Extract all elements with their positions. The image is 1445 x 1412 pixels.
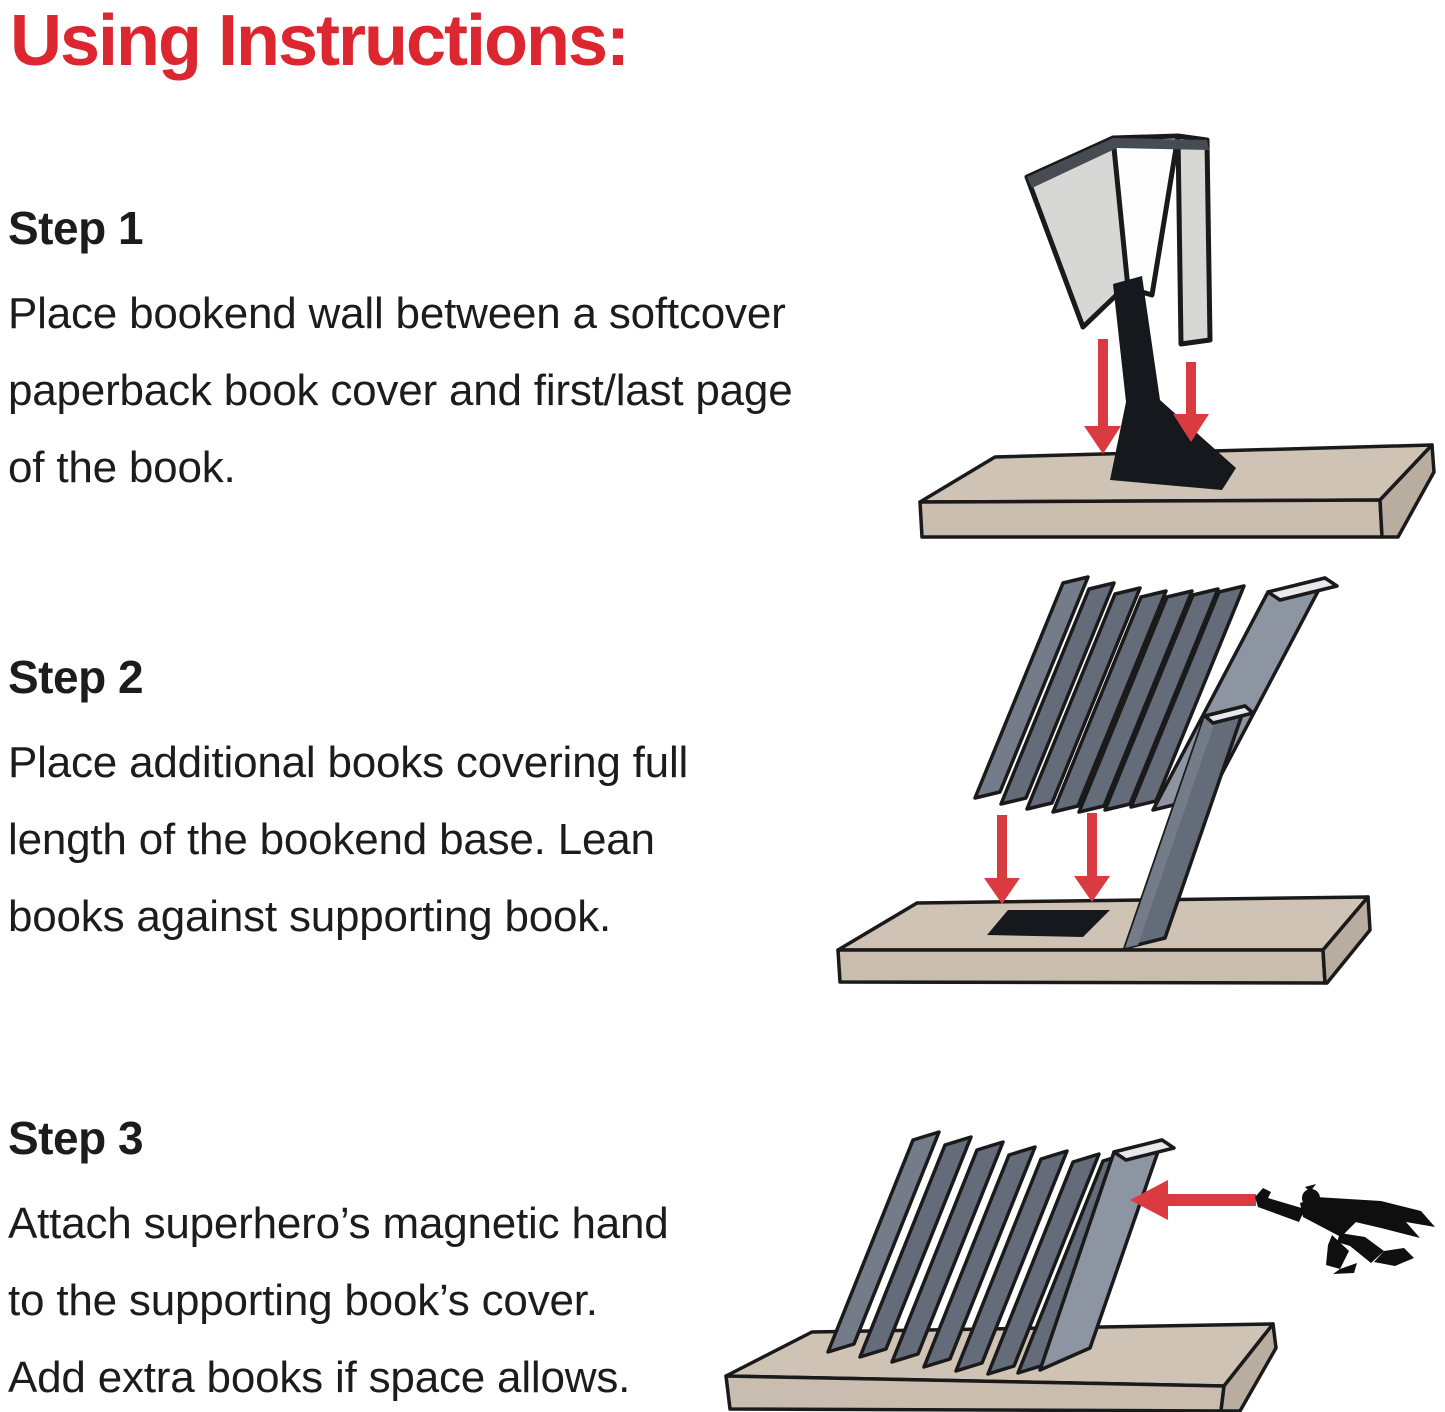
down-arrow-left — [1084, 339, 1121, 454]
arrow-shaft — [1186, 362, 1196, 416]
arrow-head — [1084, 426, 1121, 454]
book-spine — [986, 1152, 1101, 1376]
book-spine — [826, 1130, 941, 1354]
book-spine — [1077, 589, 1194, 814]
step-2-text-block: Step 2 Place additional books covering f… — [8, 652, 968, 955]
shelf — [836, 895, 1372, 985]
step-3-line-1: Attach superhero’s magnetic hand — [8, 1199, 669, 1248]
step-3-body: Attach superhero’s magnetic hand to the … — [8, 1185, 968, 1412]
shelf-top-face — [836, 895, 1370, 952]
shelf-front-face — [836, 948, 1327, 985]
step-1-line-2: paperback book cover and first/last page — [8, 366, 793, 415]
book-spine — [890, 1140, 1005, 1364]
hero-arms — [1255, 1188, 1305, 1222]
down-arrow-right — [1074, 813, 1110, 902]
book-top-face — [1266, 576, 1339, 602]
book-right-cover — [1175, 133, 1213, 347]
book-spine — [1025, 586, 1142, 811]
step-2-body: Place additional books covering full len… — [8, 724, 968, 955]
book-top-edge — [1027, 138, 1209, 188]
down-arrow-left — [984, 815, 1020, 904]
arrow-shaft — [1087, 813, 1097, 878]
book-spine — [858, 1135, 973, 1359]
superhero-silhouette — [1255, 1184, 1435, 1274]
step-1-heading: Step 1 — [8, 202, 144, 254]
step-1-line-3: of the book. — [8, 443, 236, 492]
hero-front-leg — [1326, 1235, 1349, 1269]
book-spine — [1103, 587, 1220, 812]
step-2-illustration — [836, 575, 1372, 985]
step-3-text-block: Step 3 Attach superhero’s magnetic hand … — [8, 1113, 968, 1412]
book-spine — [1129, 584, 1246, 809]
down-arrow-right — [1173, 362, 1209, 442]
leaning-book-stack — [973, 575, 1339, 814]
left-arrow — [1130, 1180, 1256, 1220]
leaning-book-stack — [826, 1130, 1176, 1376]
arrow-shaft — [1164, 1194, 1256, 1206]
paperback-book — [1024, 133, 1213, 347]
step-2-line-1: Place additional books covering full — [8, 738, 689, 787]
arrow-shaft — [997, 815, 1007, 880]
book-spine — [1051, 589, 1168, 814]
arrow-head — [984, 878, 1020, 904]
step-1-text-block: Step 1 Place bookend wall between a soft… — [8, 203, 968, 506]
step-3-illustration — [724, 1130, 1435, 1412]
step-1-illustration — [918, 133, 1436, 539]
step-3-line-2: to the supporting book’s cover. — [8, 1276, 598, 1325]
arrow-shaft — [1098, 339, 1108, 428]
book-top-face — [1112, 1138, 1176, 1162]
step-3-line-3: Add extra books if space allows. — [8, 1353, 631, 1402]
book-spine — [973, 575, 1090, 800]
step-2-heading: Step 2 — [8, 651, 144, 703]
arrow-head — [1074, 876, 1110, 902]
hero-torso — [1300, 1197, 1357, 1237]
arrow-head — [1130, 1180, 1168, 1220]
supporting-book-top-face — [1203, 704, 1255, 725]
step-1-line-1: Place bookend wall between a softcover — [8, 289, 786, 338]
book-first-page — [1110, 133, 1181, 298]
bookend-base — [987, 910, 1110, 937]
step-1-body: Place bookend wall between a softcover p… — [8, 275, 968, 506]
shelf-side-face — [1378, 443, 1436, 539]
hero-rear-boot — [1374, 1248, 1414, 1266]
book-spine — [922, 1145, 1037, 1369]
step-2-line-2: length of the bookend base. Lean — [8, 815, 655, 864]
hero-front-boot — [1333, 1263, 1357, 1274]
hero-cape — [1316, 1197, 1435, 1238]
arrow-head — [1173, 414, 1209, 442]
bookend-wall — [1110, 276, 1236, 490]
step-3-heading: Step 3 — [8, 1112, 144, 1164]
shelf-side-face — [1321, 895, 1372, 985]
hero-hair-curl — [1305, 1184, 1316, 1192]
step-2-line-3: books against supporting book. — [8, 892, 612, 941]
shelf-front-face — [918, 498, 1384, 539]
supporting-book-edge — [1125, 713, 1218, 948]
book-spine — [954, 1149, 1069, 1373]
supporting-book — [1123, 704, 1255, 950]
hero-rear-leg — [1337, 1233, 1384, 1263]
page-title: Using Instructions: — [10, 1, 630, 81]
shelf-side-face — [1219, 1322, 1278, 1412]
book-spine — [999, 581, 1116, 806]
